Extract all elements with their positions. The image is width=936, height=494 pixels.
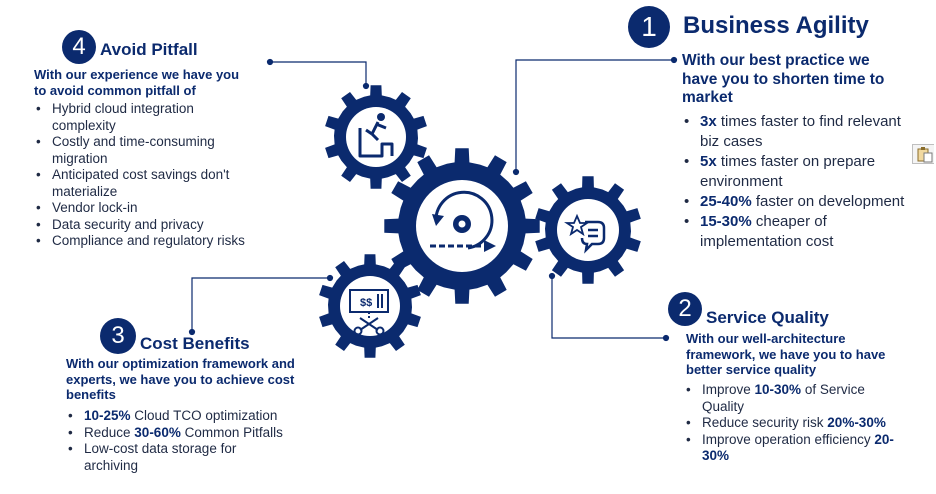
section-1-list: 3x times faster to find relevant biz cas… [682,112,907,252]
item-highlight: 10-25% [84,408,131,423]
list-item: Vendor lock-in [34,200,274,217]
list-item: Hybrid cloud integration complexity [34,101,227,134]
section-4-title: Avoid Pitfall [100,40,198,59]
item-text: faster on development [751,193,905,210]
item-text: times faster on prepare environment [700,153,876,190]
item-text: times faster to find relevant biz cases [700,113,901,150]
list-item: 10-25% Cloud TCO optimization [66,408,316,425]
section-3-number: 3 [111,322,125,349]
list-item: 15-30% cheaper of implementation cost [682,212,907,252]
item-highlight: 30-60% [134,424,181,440]
item-highlight: 10-30% [754,382,802,397]
list-item: 5x times faster on prepare environment [682,152,907,192]
item-text: Reduce [84,424,135,440]
connector-line-2 [551,276,666,339]
item-text: Common Pitfalls [180,424,283,440]
section-3-number-badge: 3 [100,318,136,354]
list-item: Reduce 30-60% Common Pitfalls [66,425,316,442]
section-2-intro: With our well-architecture framework, we… [686,331,886,378]
item-text: Reduce security risk [702,415,828,430]
item-text: Low-cost data storage for archiving [84,441,237,473]
item-highlight: 20%-30% [827,415,886,430]
list-item: 25-40% faster on development [682,192,907,212]
item-highlight: 3x [700,113,717,130]
connector-line-4 [270,61,367,86]
section-2-list: Improve 10-30% of Service Quality Reduce… [684,382,899,465]
item-highlight: 5x [700,153,717,170]
section-1-title: Business Agility [683,12,869,39]
section-3-title: Cost Benefits [140,334,250,353]
item-highlight: 20-30% [702,431,894,464]
list-item: Reduce security risk 20%-30% [684,415,899,432]
list-item: 3x times faster to find relevant biz cas… [682,112,907,152]
item-text: Cloud TCO optimization [130,408,278,423]
item-highlight: 15-30% [700,213,752,230]
item-text: Improve [702,382,755,397]
item-highlight: 25-40% [700,193,752,210]
section-4-intro: With our experience we have you to avoid… [34,67,240,98]
section-3-list: 10-25% Cloud TCO optimization Reduce 30-… [66,408,316,474]
list-item: Low-cost data storage for archiving [66,441,284,474]
list-item: Improve 10-30% of Service Quality [684,382,899,415]
section-4-number-badge: 4 [62,30,96,64]
section-4-list: Hybrid cloud integration complexity Cost… [34,101,274,250]
connector-line-3 [191,277,330,332]
list-item: Data security and privacy [34,217,274,234]
svg-text:$$: $$ [360,297,372,309]
section-2-title: Service Quality [706,308,829,327]
item-text: of Service Quality [702,382,865,414]
section-3-intro: With our optimization framework and expe… [66,356,295,403]
process-cycle-icon [430,190,496,252]
clipboard-icon[interactable] [912,144,934,164]
list-item: Costly and time-consuming migration [34,134,252,167]
list-item: Anticipated cost savings don't materiali… [34,167,257,200]
section-4-number: 4 [72,33,86,60]
section-1-number-badge: 1 [628,6,670,48]
section-1-number: 1 [641,11,657,42]
invoice-scissors-icon: $$ [349,289,389,336]
section-1-intro: With our best practice we have you to sh… [682,52,885,107]
item-text: Improve operation efficiency [702,431,875,447]
falling-person-icon [358,113,394,158]
section-2-number: 2 [678,295,692,322]
list-item: Improve operation efficiency 20-30% [684,432,899,465]
item-text: cheaper of implementation cost [700,213,834,250]
connector-line-1 [515,59,674,172]
chat-bubbles-icon [564,213,606,254]
list-item: Compliance and regulatory risks [34,233,274,250]
section-2-number-badge: 2 [668,292,702,326]
